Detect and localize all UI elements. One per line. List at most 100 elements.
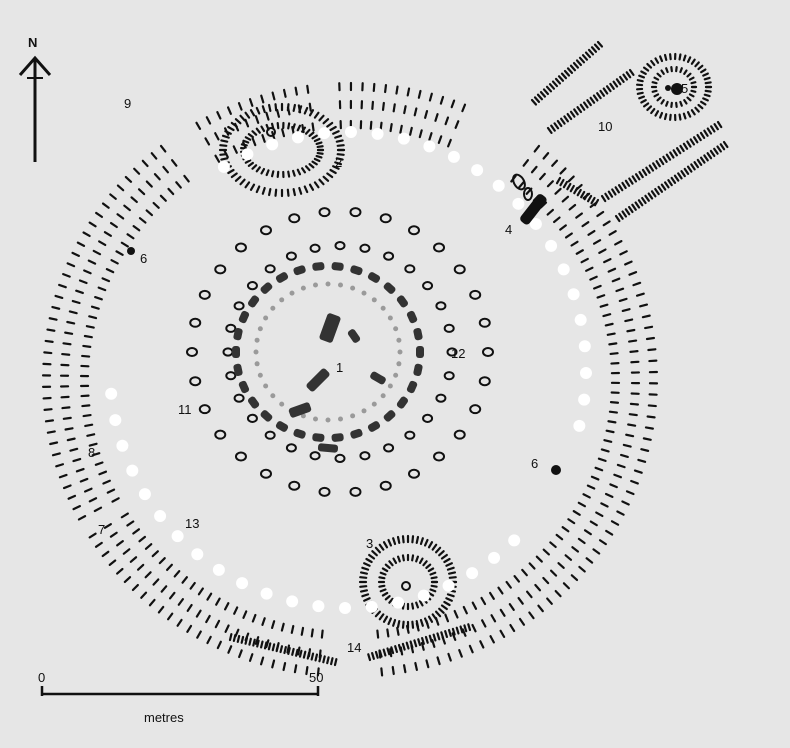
barrow-2-hachure [260,125,266,133]
bank-hachure [605,529,614,536]
bank-hachure [528,611,535,620]
avenue-hachure [619,75,625,83]
barrow-5-hachure [700,100,707,106]
bank-hachure [409,126,413,136]
barrow-2-hachure [308,131,315,137]
bank-hachure [567,175,575,183]
bank-hachure [176,618,183,627]
bluestone [387,383,393,389]
bank-hachure [630,479,639,485]
entrance-hachure [424,635,429,644]
bank-hachure [109,193,117,200]
barrow-5-hachure [663,113,668,121]
z-hole [422,413,434,423]
avenue-hachure [563,115,569,123]
avenue-hachure [672,149,678,157]
sarsen-stone [383,282,396,294]
bank-hachure [613,473,622,479]
barrow-3-hachure [368,553,376,560]
bank-hachure [602,220,611,227]
bank-hachure [78,279,88,285]
bank-hachure [265,111,270,121]
bank-hachure [196,630,202,639]
bank-hachure [528,562,536,570]
bank-hachure [88,442,98,447]
entrance-hachure [283,646,287,655]
z-hole [446,347,458,357]
bank-hachure [145,209,154,217]
barrow-3-hachure [447,571,457,575]
entrance-hachure [463,624,468,633]
bank-hachure [316,667,320,677]
bank-hachure [549,569,558,577]
avenue-hachure [611,188,617,196]
avenue-hachure [576,106,583,114]
bank-hachure [92,249,102,256]
barrow-5-hachure [659,55,664,63]
z-hole [285,251,297,261]
bank-hachure [633,469,643,474]
barrow-2-hachure [239,178,246,186]
barrow-2-hachure [247,133,254,139]
barrow-5-hachure [642,66,650,72]
barrow-3-hachure [430,584,438,588]
bank-hachure [598,248,607,254]
aubrey-hole [579,366,592,379]
bank-hachure [413,107,418,117]
bank-hachure [61,406,71,410]
bank-hachure [64,427,74,431]
avenue-hachure [699,131,706,140]
barrow-3-hachure [448,576,457,579]
entrance-hachure [374,650,379,659]
barrow-3-hachure [401,535,405,544]
bank-hachure [82,231,91,238]
y-hole [189,317,202,328]
bank-hachure [608,230,617,236]
bank-hachure [116,184,125,192]
bank-hachure [152,578,160,586]
barrow-2-hachure [332,130,340,135]
avenue-hachure [710,125,716,133]
bank-hachure [69,447,79,452]
aubrey-hole [365,600,378,613]
bank-hachure [468,644,474,654]
bank-hachure [177,598,185,606]
bank-hachure [414,661,418,671]
y-hole [260,468,272,479]
bank-hachure [109,221,118,229]
barrow-3-hachure [427,591,435,597]
barrow-2-hachure [230,172,238,179]
avenue-hachure [580,190,586,199]
bank-hachure [628,413,638,417]
barrow-5-hachure [694,106,700,113]
entrance-hachure [302,650,307,659]
bank-hachure [46,328,56,332]
bank-hachure [162,165,169,174]
barrow-3-hachure [359,571,369,575]
bank-hachure [428,132,433,141]
sarsen-stone [247,396,260,409]
barrow-3-hachure [392,618,397,627]
barrow-5-hachure [678,113,682,121]
bank-hachure [62,416,72,420]
bank-hachure [603,258,612,264]
bluestone [254,361,260,367]
avenue-hachure [569,64,577,72]
entrance-hachure [371,651,375,660]
avenue-hachure [696,133,702,142]
avenue-hachure [602,87,609,95]
barrow-2-hachure [276,170,280,178]
barrow-2-hachure [244,181,251,189]
avenue-hachure [667,179,673,187]
bluestone [393,326,399,332]
barrow-3-hachure [382,615,389,623]
aubrey-hole [371,127,384,140]
barrow-3-hachure [363,597,371,602]
bank-hachure [586,484,596,490]
sarsen-stone [383,410,396,422]
barrow-5-hachure [686,72,692,78]
barrow-2-hachure [303,106,309,115]
bank-hachure [592,239,602,245]
barrow-3-hachure [378,543,385,551]
bank-hachure [133,167,141,175]
